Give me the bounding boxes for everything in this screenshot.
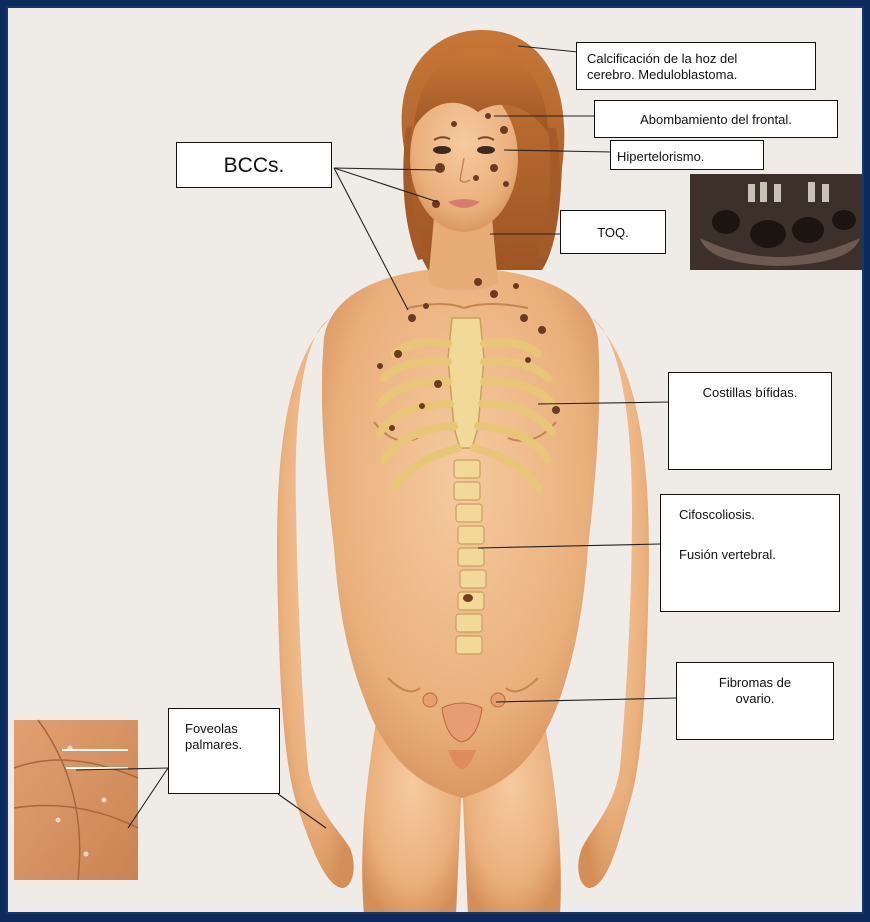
callout-toq: TOQ.	[560, 210, 666, 254]
callout-cifoscoliosis: Cifoscoliosis. Fusión vertebral.	[660, 494, 840, 612]
callout-text: Fusión vertebral.	[679, 547, 821, 563]
callout-text: BCCs.	[177, 153, 331, 179]
callout-text: Costillas bífidas.	[677, 385, 823, 401]
callout-text: Foveolas	[185, 721, 263, 737]
callout-hipertelorismo: Hipertelorismo.	[610, 140, 764, 170]
callout-text: Calcificación de la hoz del	[587, 51, 805, 67]
callout-costillas-bifidas: Costillas bífidas.	[668, 372, 832, 470]
callout-text: cerebro. Meduloblastoma.	[587, 67, 805, 83]
callout-text: Abombamiento del frontal.	[603, 112, 829, 128]
dental-xray-inset	[690, 174, 864, 270]
callout-text: Cifoscoliosis.	[679, 507, 821, 523]
callout-text: ovario.	[687, 691, 823, 707]
palm-inset	[14, 720, 138, 880]
callout-abombamiento-frontal: Abombamiento del frontal.	[594, 100, 838, 138]
callout-hoz-cerebro: Calcificación de la hoz del cerebro. Med…	[576, 42, 816, 90]
callout-text: Fibromas de	[687, 675, 823, 691]
callout-bccs: BCCs.	[176, 142, 332, 188]
callout-fibromas-ovario: Fibromas de ovario.	[676, 662, 834, 740]
callout-text: TOQ.	[571, 225, 655, 241]
callout-text: palmares.	[185, 737, 263, 753]
callout-text: Hipertelorismo.	[617, 149, 757, 165]
figure-page: Calcificación de la hoz del cerebro. Med…	[6, 6, 864, 914]
callout-foveolas-palmares: Foveolas palmares.	[168, 708, 280, 794]
